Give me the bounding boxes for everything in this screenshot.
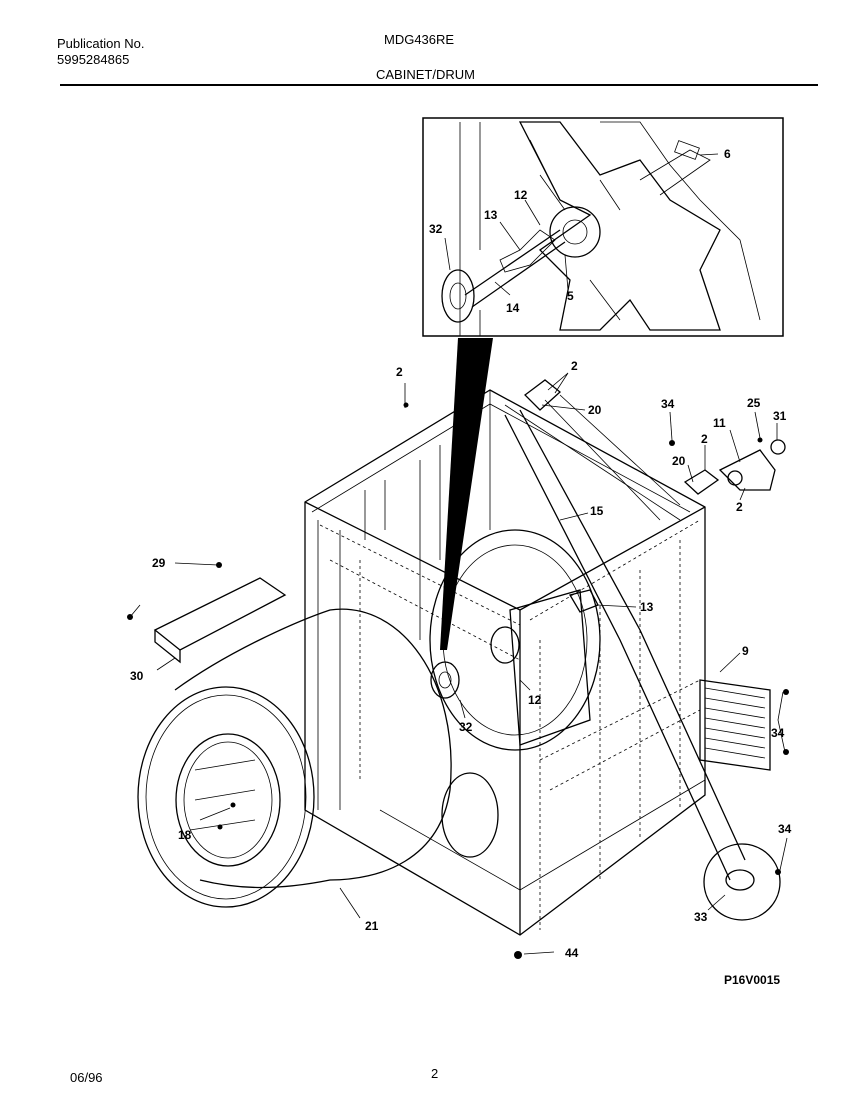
callout-21: 21 (365, 919, 379, 933)
callout-32-inset: 32 (429, 222, 443, 236)
screws (127, 402, 789, 959)
callout-30: 30 (130, 669, 144, 683)
callout-2-bracket: 2 (736, 500, 743, 514)
callout-12-inset: 12 (514, 188, 528, 202)
callout-12: 12 (528, 693, 542, 707)
diagram-code: P16V0015 (724, 973, 780, 987)
small-parts (153, 379, 786, 664)
callout-15: 15 (590, 504, 604, 518)
callout-44: 44 (565, 946, 579, 960)
callout-29: 29 (152, 556, 166, 570)
publication-number: 5995284865 (57, 52, 130, 67)
cabinet-frame (304, 389, 781, 936)
callout-34-right: 34 (771, 726, 785, 740)
callout-25: 25 (747, 396, 761, 410)
inset-pointer (440, 338, 493, 650)
callout-20-top: 20 (588, 403, 602, 417)
callout-13: 13 (640, 600, 654, 614)
callout-13-inset: 13 (484, 208, 498, 222)
callout-18: 18 (178, 828, 192, 842)
callout-34-top: 34 (661, 397, 675, 411)
callout-2-right: 2 (701, 432, 708, 446)
callout-32: 32 (459, 720, 473, 734)
callout-2-top-left: 2 (396, 365, 403, 379)
callout-9: 9 (742, 644, 749, 658)
model-number: MDG436RE (384, 32, 455, 47)
callout-34-bottom: 34 (778, 822, 792, 836)
callout-2-top: 2 (571, 359, 578, 373)
callout-14-inset: 14 (506, 301, 520, 315)
inset-detail (422, 117, 784, 337)
drum (137, 608, 452, 908)
callout-6: 6 (724, 147, 731, 161)
page-number: 2 (431, 1066, 439, 1081)
publication-label: Publication No. (57, 36, 145, 51)
callout-31: 31 (773, 409, 787, 423)
callout-20-right: 20 (672, 454, 686, 468)
section-title: CABINET/DRUM (376, 67, 475, 82)
callout-labels: 6 12 13 32 14 5 2 2 20 34 25 11 31 2 20 … (130, 147, 792, 987)
header-rule (60, 84, 818, 86)
callout-33: 33 (694, 910, 708, 924)
callout-5-inset: 5 (567, 289, 574, 303)
footer-date: 06/96 (70, 1070, 103, 1085)
callout-11: 11 (713, 416, 726, 430)
